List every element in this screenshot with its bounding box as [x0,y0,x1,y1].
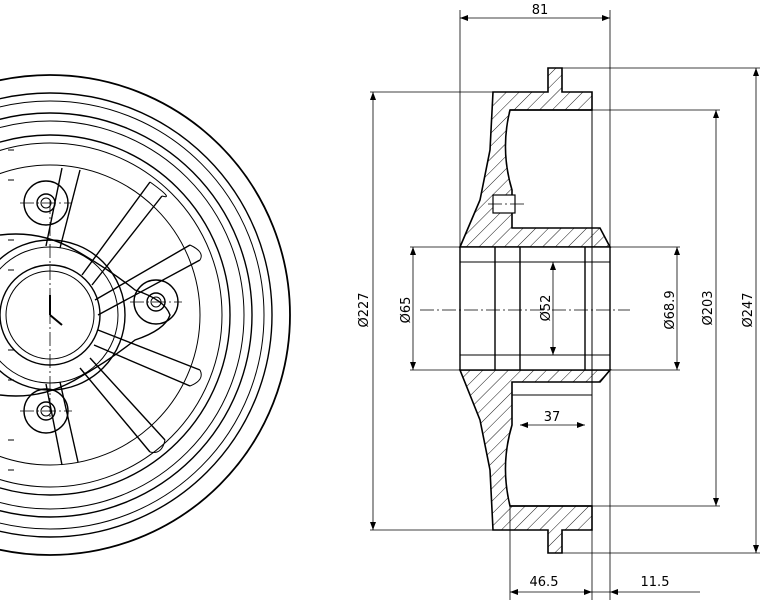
section-view: 81 Ø227 Ø65 Ø52 Ø68.9 Ø203 [357,3,760,600]
dim-46-5-label: 46.5 [530,575,559,590]
dim-65-label: Ø65 [399,297,414,324]
dim-37-label: 37 [544,410,561,425]
section-lower [458,369,612,554]
section-upper [458,67,612,248]
dim-247-label: Ø247 [741,292,756,327]
bolt-boss-right [130,279,182,325]
scale-ticks [8,149,14,471]
spokes [45,167,201,466]
dim-52-label: Ø52 [539,295,554,322]
dim-11-5-label: 11.5 [641,575,670,590]
front-view [0,74,291,556]
dim-203-label: Ø203 [701,290,716,325]
bolt-boss-bottom [20,388,72,434]
dim-227-label: Ø227 [357,292,372,327]
dim-81-label: 81 [532,3,549,18]
bolt-boss-top [20,180,72,226]
dim-68-9-label: Ø68.9 [663,290,678,329]
